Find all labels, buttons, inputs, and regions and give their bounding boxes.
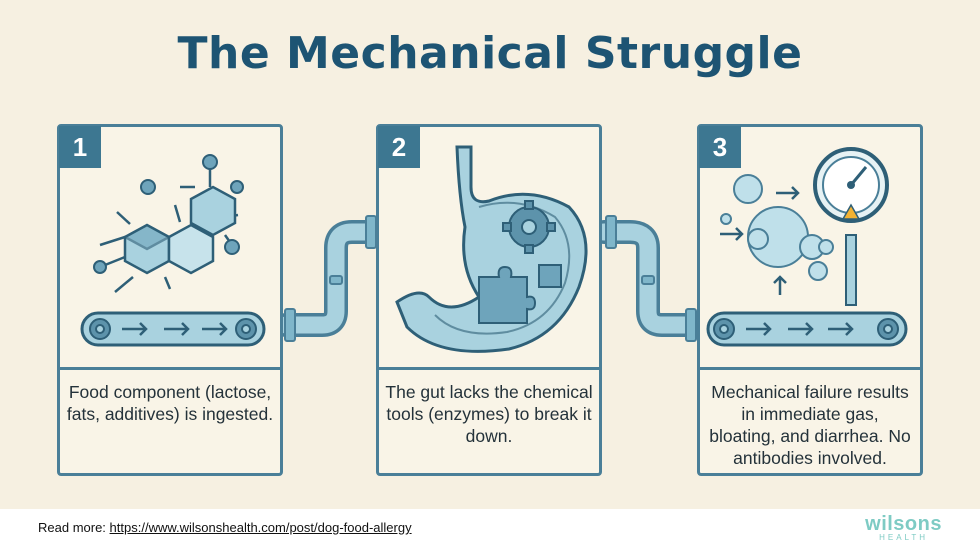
gear-icon: [713, 318, 899, 340]
footer: Read more: https://www.wilsonshealth.com…: [0, 509, 980, 551]
puzzle-piece-icon: [478, 264, 562, 324]
molecule-icon: [80, 154, 266, 347]
step-number: 2: [378, 126, 420, 168]
step-caption: The gut lacks the chemical tools (enzyme…: [385, 382, 593, 446]
bubbles-icon: [706, 147, 908, 347]
step-panel-1: 1: [57, 124, 283, 476]
brand-name: wilsons: [865, 513, 942, 535]
warning-icon: [841, 203, 861, 220]
gear-icon: [502, 200, 556, 254]
step-panel-3: 3: [697, 124, 923, 476]
divider: [700, 367, 920, 370]
step-panel-2: 2 The gut lacks the chemical tools (enzy…: [376, 124, 602, 476]
stomach-icon: [395, 145, 588, 353]
conveyor-belt-icon: [80, 311, 266, 347]
pressure-gauge-icon: [813, 147, 889, 306]
conveyor-belt-icon: [706, 311, 908, 347]
step-caption: Food component (lactose, fats, additives…: [66, 382, 274, 424]
divider: [60, 367, 280, 370]
gear-icon: [89, 318, 257, 340]
step-number: 1: [59, 126, 101, 168]
divider: [379, 367, 599, 370]
step-number: 3: [699, 126, 741, 168]
read-more-link[interactable]: https://www.wilsonshealth.com/post/dog-f…: [109, 520, 412, 535]
page-title: The Mechanical Struggle: [177, 28, 803, 79]
read-more-label: Read more:: [38, 520, 106, 535]
brand-logo: wilsons HEALTH: [865, 513, 942, 542]
step-caption: Mechanical failure results in immediate …: [709, 382, 911, 468]
read-more: Read more: https://www.wilsonshealth.com…: [38, 520, 412, 535]
brand-sub: HEALTH: [879, 533, 929, 542]
